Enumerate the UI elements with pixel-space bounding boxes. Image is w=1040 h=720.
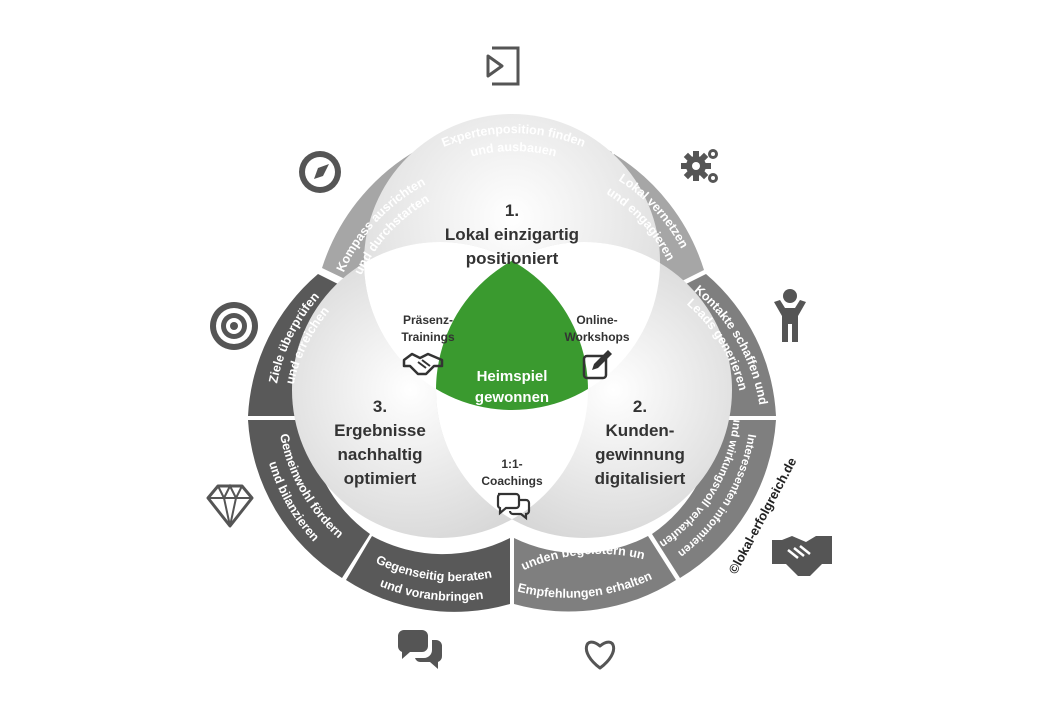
- workshops-line1: Online-: [576, 313, 617, 327]
- trainings-line2: Trainings: [401, 330, 455, 344]
- circle-right-number: 2.: [633, 397, 647, 416]
- center-line2: gewonnen: [475, 389, 549, 406]
- overlap-workshops[interactable]: Online- Workshops: [564, 313, 629, 344]
- speech-bubbles-icon: [397, 630, 443, 669]
- circle-title-top: 1. Lokal einzigartig positioniert: [445, 201, 579, 268]
- overlap-coachings[interactable]: 1:1- Coachings: [481, 457, 543, 488]
- compass-icon: [299, 151, 341, 193]
- gears-icon: [681, 149, 718, 183]
- circle-title-left: 3. Ergebnisse nachhaltig optimiert: [334, 397, 426, 488]
- diamond-icon: [206, 483, 254, 528]
- ring-segment-kunden[interactable]: [514, 536, 676, 612]
- circle-top-line3: positioniert: [466, 249, 559, 268]
- target-icon: [210, 302, 258, 350]
- circle-right-line3: gewinnung: [595, 445, 685, 464]
- circle-title-right: 2. Kunden- gewinnung digitalisiert: [595, 397, 686, 488]
- circle-left-line2: Ergebnisse: [334, 421, 426, 440]
- seg1-line2: und ausbauen: [469, 140, 558, 159]
- ring-segment-gegenseitig[interactable]: [346, 536, 510, 612]
- handshake-small-icon: [402, 352, 444, 376]
- edit-icon: [582, 350, 612, 380]
- center-overlap-heimspiel[interactable]: [436, 242, 732, 538]
- circle-left-line4: optimiert: [344, 469, 417, 488]
- coachings-line1: 1:1-: [501, 457, 522, 471]
- circle-top-line2: Lokal einzigartig: [445, 225, 579, 244]
- ring-segment-gemeinwohl[interactable]: [248, 420, 370, 578]
- circle-right-line4: digitalisiert: [595, 469, 686, 488]
- circle-right-line2: Kunden-: [606, 421, 675, 440]
- coachings-line2: Coachings: [481, 474, 543, 488]
- heart-icon: [584, 640, 616, 670]
- door-icon: [486, 46, 520, 86]
- ring-segment-interessenten[interactable]: [652, 420, 776, 578]
- person-icon: [774, 289, 806, 342]
- center-label: Heimspiel gewonnen: [475, 368, 549, 406]
- overlap-trainings[interactable]: Präsenz- Trainings: [401, 313, 455, 344]
- handshake-icon: [772, 536, 832, 576]
- workshops-line2: Workshops: [564, 330, 629, 344]
- trainings-line1: Präsenz-: [403, 313, 453, 327]
- center-line1: Heimspiel: [477, 368, 548, 385]
- circle-left-number: 3.: [373, 397, 387, 416]
- circle-top-number: 1.: [505, 201, 519, 220]
- chat-icon: [496, 492, 531, 521]
- circle-left-line3: nachhaltig: [337, 445, 422, 464]
